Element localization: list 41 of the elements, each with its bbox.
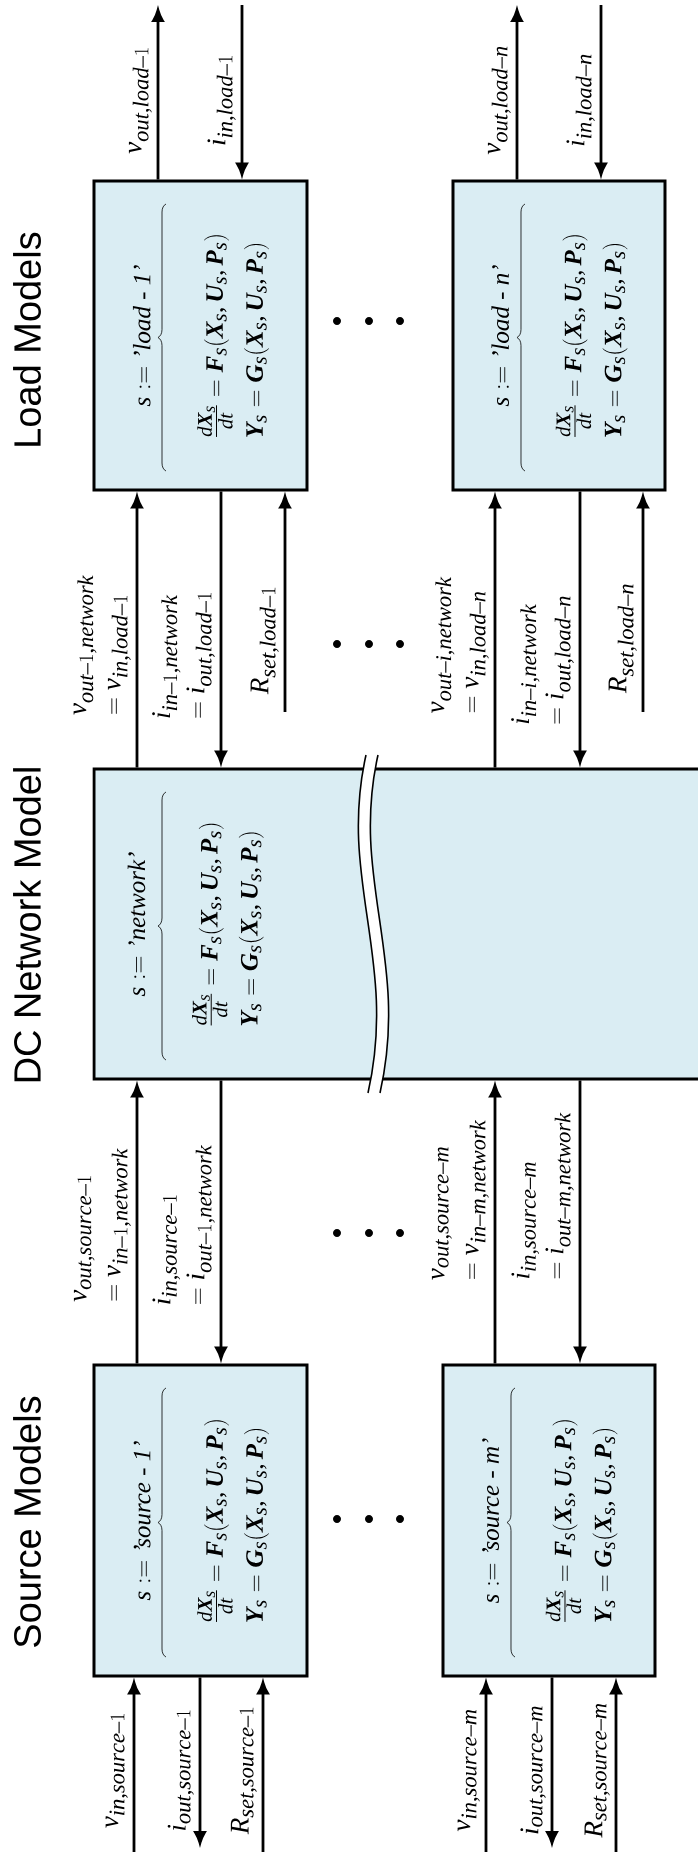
section-heading: Load Models [13,232,41,446]
edge-label: $v_{out,load-n}$ [487,46,511,155]
edge-label: $i_{in,load-n}$ [566,54,595,146]
arrow [489,1084,501,1364]
edge-label: $i_{out,source-m}$ [520,1706,546,1834]
model-box: $s:=\textit{'source - 1'}$ $\frac{d\boldsymbol{X}_s}{dt}=\boldsymbol{F}_s(\boldsymbol{X}_s,\boldsymbol{U}_s,\boldsymbol{P}_s)$ $\boldsymbol{Y}_s=\boldsymbol{G}_s(\boldsymbol{X}_s,\boldsymbol{U}_s,\boldsymbol{P}_s)$ [92,1363,309,1678]
arrow [546,1677,558,1845]
edge-label: $R_{set,load-1}$ [250,587,279,695]
edge-label: $R_{set,source-m}$ [584,1703,610,1838]
arrow [574,1080,586,1360]
arrow [215,1080,227,1360]
edge-label: $i_{out,source-1}$ [167,1710,194,1831]
arrow [152,8,164,180]
edge-label: $i_{in,load-1}$ [207,56,236,145]
arrow [637,495,649,712]
edge-label: $\begin{array}{l}v_{out-i,network}\\=v_{in,load-n}\end{array}$ [431,576,489,714]
edge-label: $\begin{array}{l}v_{out,source-1}\\=v_{in-1,network}\end{array}$ [73,1148,131,1302]
edge-label: $R_{set,load-n}$ [608,584,637,694]
edge-label: $v_{in,source-1}$ [105,1713,128,1828]
edge-label: $\begin{array}{l}v_{out-1,network}\\=v_{in,load-1}\end{array}$ [73,575,131,715]
arrow [194,1677,206,1845]
edge-label: $\begin{array}{l}v_{out,source-m}\\=v_{in-m,network}\end{array}$ [431,1119,489,1280]
section-heading: Source Models [13,1396,41,1647]
arrow [610,1681,622,1852]
edge-label: $R_{set,source-1}$ [230,1707,257,1835]
arrow [511,8,523,180]
edge-label: $\begin{array}{l}i_{in-i,network}\\=i_{out,load-n}\end{array}$ [511,596,574,724]
edge-label: $\begin{array}{l}i_{in,source-1}\\=i_{out-1,network}\end{array}$ [152,1144,215,1305]
arrow [480,1681,492,1852]
model-box: $s:=\textit{'network'}$ $\frac{d\boldsymbol{X}_s}{dt}=\boldsymbol{F}_s(\boldsymbol{X}_s,\boldsymbol{U}_s,\boldsymbol{P}_s)$ $\boldsymbol{Y}_s=\boldsymbol{G}_s(\boldsymbol{X}_s,\boldsymbol{U}_s,\boldsymbol{P}_s)$ [92,767,698,1081]
section-heading: DC Network Model [13,768,41,1082]
edge-label: $v_{in,source-m}$ [457,1709,480,1832]
model-box: $s:=\textit{'load - n'}$ $\frac{d\boldsymbol{X}_s}{dt}=\boldsymbol{F}_s(\boldsymbol{X}_s,\boldsymbol{U}_s,\boldsymbol{P}_s)$ $\boldsymbol{Y}_s=\boldsymbol{G}_s(\boldsymbol{X}_s,\boldsymbol{U}_s,\boldsymbol{P}_s)$ [451,179,667,492]
edge-label: $v_{out,load-1}$ [128,48,152,154]
arrow [595,5,607,176]
model-box: $s:=\textit{'load - 1'}$ $\frac{d\boldsymbol{X}_s}{dt}=\boldsymbol{F}_s(\boldsymbol{X}_s,\boldsymbol{U}_s,\boldsymbol{P}_s)$ $\boldsymbol{Y}_s=\boldsymbol{G}_s(\boldsymbol{X}_s,\boldsymbol{U}_s,\boldsymbol{P}_s)$ [92,179,309,492]
arrow [236,5,248,176]
model-box: $s:=\textit{'source - m'}$ $\frac{d\boldsymbol{X}_s}{dt}=\boldsymbol{F}_s(\boldsymbol{X}_s,\boldsymbol{U}_s,\boldsymbol{P}_s)$ $\boldsymbol{Y}_s=\boldsymbol{G}_s(\boldsymbol{X}_s,\boldsymbol{U}_s,\boldsymbol{P}_s)$ [441,1363,657,1678]
edge-label: $\begin{array}{l}i_{in,source-m}\\=i_{out-m,network}\end{array}$ [511,1112,574,1279]
edge-label: $\begin{array}{l}i_{in-1,network}\\=i_{out,load-1}\end{array}$ [152,593,215,718]
arrow [489,495,501,768]
